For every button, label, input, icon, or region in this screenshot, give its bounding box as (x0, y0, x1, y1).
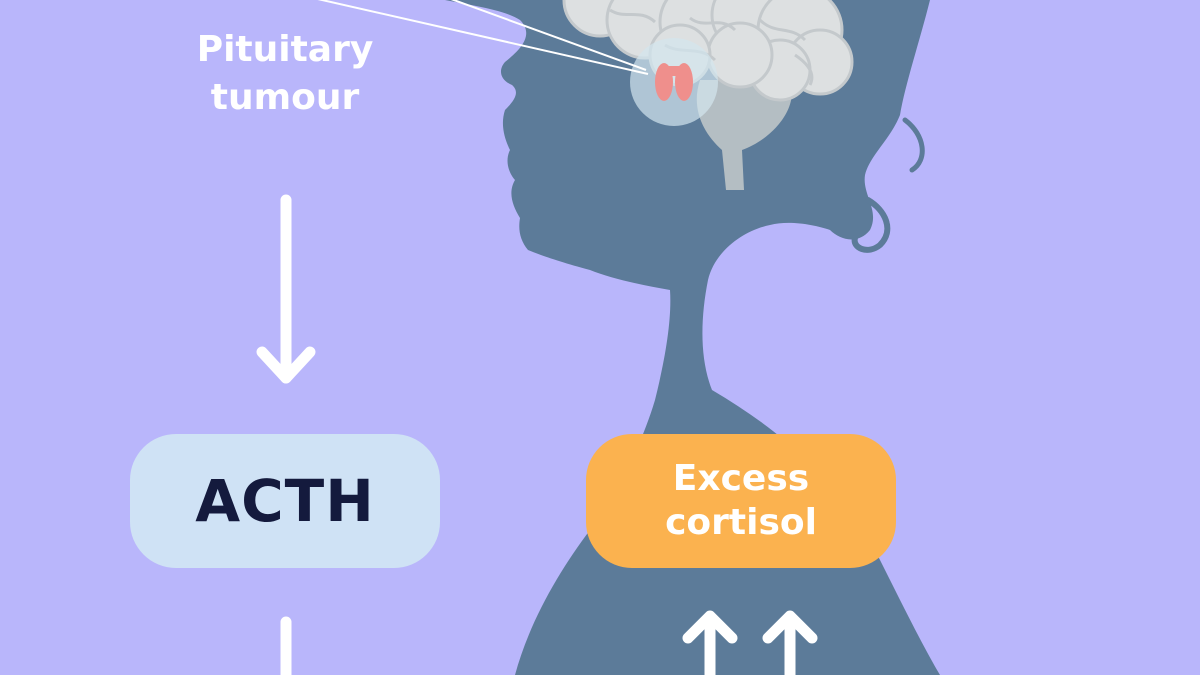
cortisol-label-line: cortisol (665, 502, 817, 543)
acth-label: ACTH (195, 467, 375, 535)
arrow-up-icon (762, 610, 818, 675)
arrow-up-icon (682, 610, 738, 675)
pointer-line (317, 0, 649, 75)
tumour-label-line: Pituitary (196, 29, 374, 70)
pituitary-gland-icon (655, 63, 693, 101)
pointer-line (450, 0, 647, 71)
pituitary-tumour-label: Pituitary tumour (150, 26, 420, 122)
acth-node: ACTH (130, 434, 440, 568)
excess-cortisol-node: Excess cortisol (586, 434, 896, 568)
pituitary-halo (630, 38, 718, 126)
cortisol-label-line: Excess (672, 458, 810, 499)
arrow-down-icon (256, 194, 316, 384)
brainstem (696, 80, 792, 190)
tumour-label-line: tumour (210, 77, 360, 118)
hair-curl (902, 117, 925, 173)
hair-curl (851, 197, 891, 253)
